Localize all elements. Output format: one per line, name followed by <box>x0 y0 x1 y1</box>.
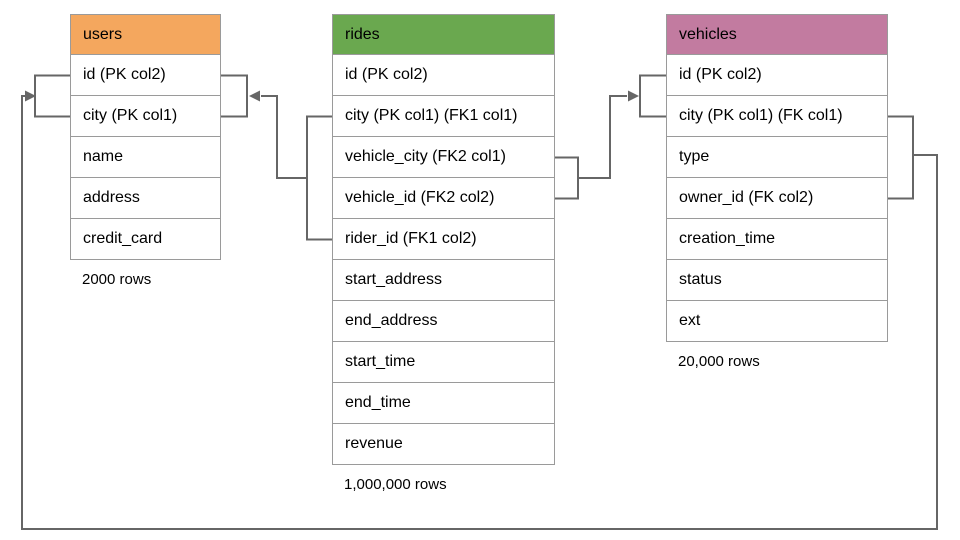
arrowhead-into-users-left-bracket <box>25 90 36 102</box>
table-vehicles-column-row: creation_time <box>667 219 887 260</box>
table-rides-column-row: start_time <box>333 342 554 383</box>
table-rides-rowcount: 1,000,000 rows <box>344 476 447 493</box>
arrowhead-into-users-right-bracket <box>249 90 260 102</box>
users-right-bracket <box>221 74 248 118</box>
table-rides-columns: id (PK col2)city (PK col1) (FK1 col1)veh… <box>333 55 554 464</box>
table-users-rowcount: 2000 rows <box>82 271 152 288</box>
table-vehicles-column-row: id (PK col2) <box>667 55 887 96</box>
rides-to-users-link <box>261 95 307 179</box>
rides-to-vehicles-link <box>578 95 627 179</box>
table-users-header: users <box>71 15 220 55</box>
table-rides-column-row: end_time <box>333 383 554 424</box>
table-users-column-row: credit_card <box>71 219 220 259</box>
table-vehicles-columns: id (PK col2)city (PK col1) (FK col1)type… <box>667 55 887 341</box>
table-rides-column-row: revenue <box>333 424 554 464</box>
table-vehicles-column-row: status <box>667 260 887 301</box>
vehicles-left-bracket <box>639 74 666 118</box>
vehicles-to-users-link <box>21 95 938 530</box>
rides-left-bracket-fk1 <box>306 115 332 241</box>
table-users-column-row: address <box>71 178 220 219</box>
table-vehicles-column-row: type <box>667 137 887 178</box>
table-rides-column-row: start_address <box>333 260 554 301</box>
table-vehicles-column-row: city (PK col1) (FK col1) <box>667 96 887 137</box>
arrowhead-into-vehicles-left-bracket <box>628 90 639 102</box>
table-vehicles: vehicles id (PK col2)city (PK col1) (FK … <box>666 14 888 370</box>
table-vehicles-column-row: ext <box>667 301 887 341</box>
vehicles-right-bracket-fk <box>888 115 914 200</box>
rides-right-bracket-fk2 <box>555 156 579 200</box>
table-rides-header: rides <box>333 15 554 55</box>
table-rides-column-row: city (PK col1) (FK1 col1) <box>333 96 554 137</box>
table-vehicles-box: vehicles id (PK col2)city (PK col1) (FK … <box>666 14 888 342</box>
table-users-title: users <box>83 26 123 43</box>
table-vehicles-header: vehicles <box>667 15 887 55</box>
table-rides-column-row: end_address <box>333 301 554 342</box>
table-rides: rides id (PK col2)city (PK col1) (FK1 co… <box>332 14 555 493</box>
table-vehicles-title: vehicles <box>679 26 737 43</box>
table-rides-column-row: vehicle_id (FK2 col2) <box>333 178 554 219</box>
table-rides-column-row: rider_id (FK1 col2) <box>333 219 554 260</box>
table-users-column-row: name <box>71 137 220 178</box>
table-users-column-row: id (PK col2) <box>71 55 220 96</box>
table-users-column-row: city (PK col1) <box>71 96 220 137</box>
table-rides-box: rides id (PK col2)city (PK col1) (FK1 co… <box>332 14 555 465</box>
table-rides-column-row: vehicle_city (FK2 col1) <box>333 137 554 178</box>
table-rides-title: rides <box>345 26 380 43</box>
users-left-bracket <box>34 74 70 118</box>
table-vehicles-column-row: owner_id (FK col2) <box>667 178 887 219</box>
table-vehicles-rowcount: 20,000 rows <box>678 353 760 370</box>
table-rides-column-row: id (PK col2) <box>333 55 554 96</box>
